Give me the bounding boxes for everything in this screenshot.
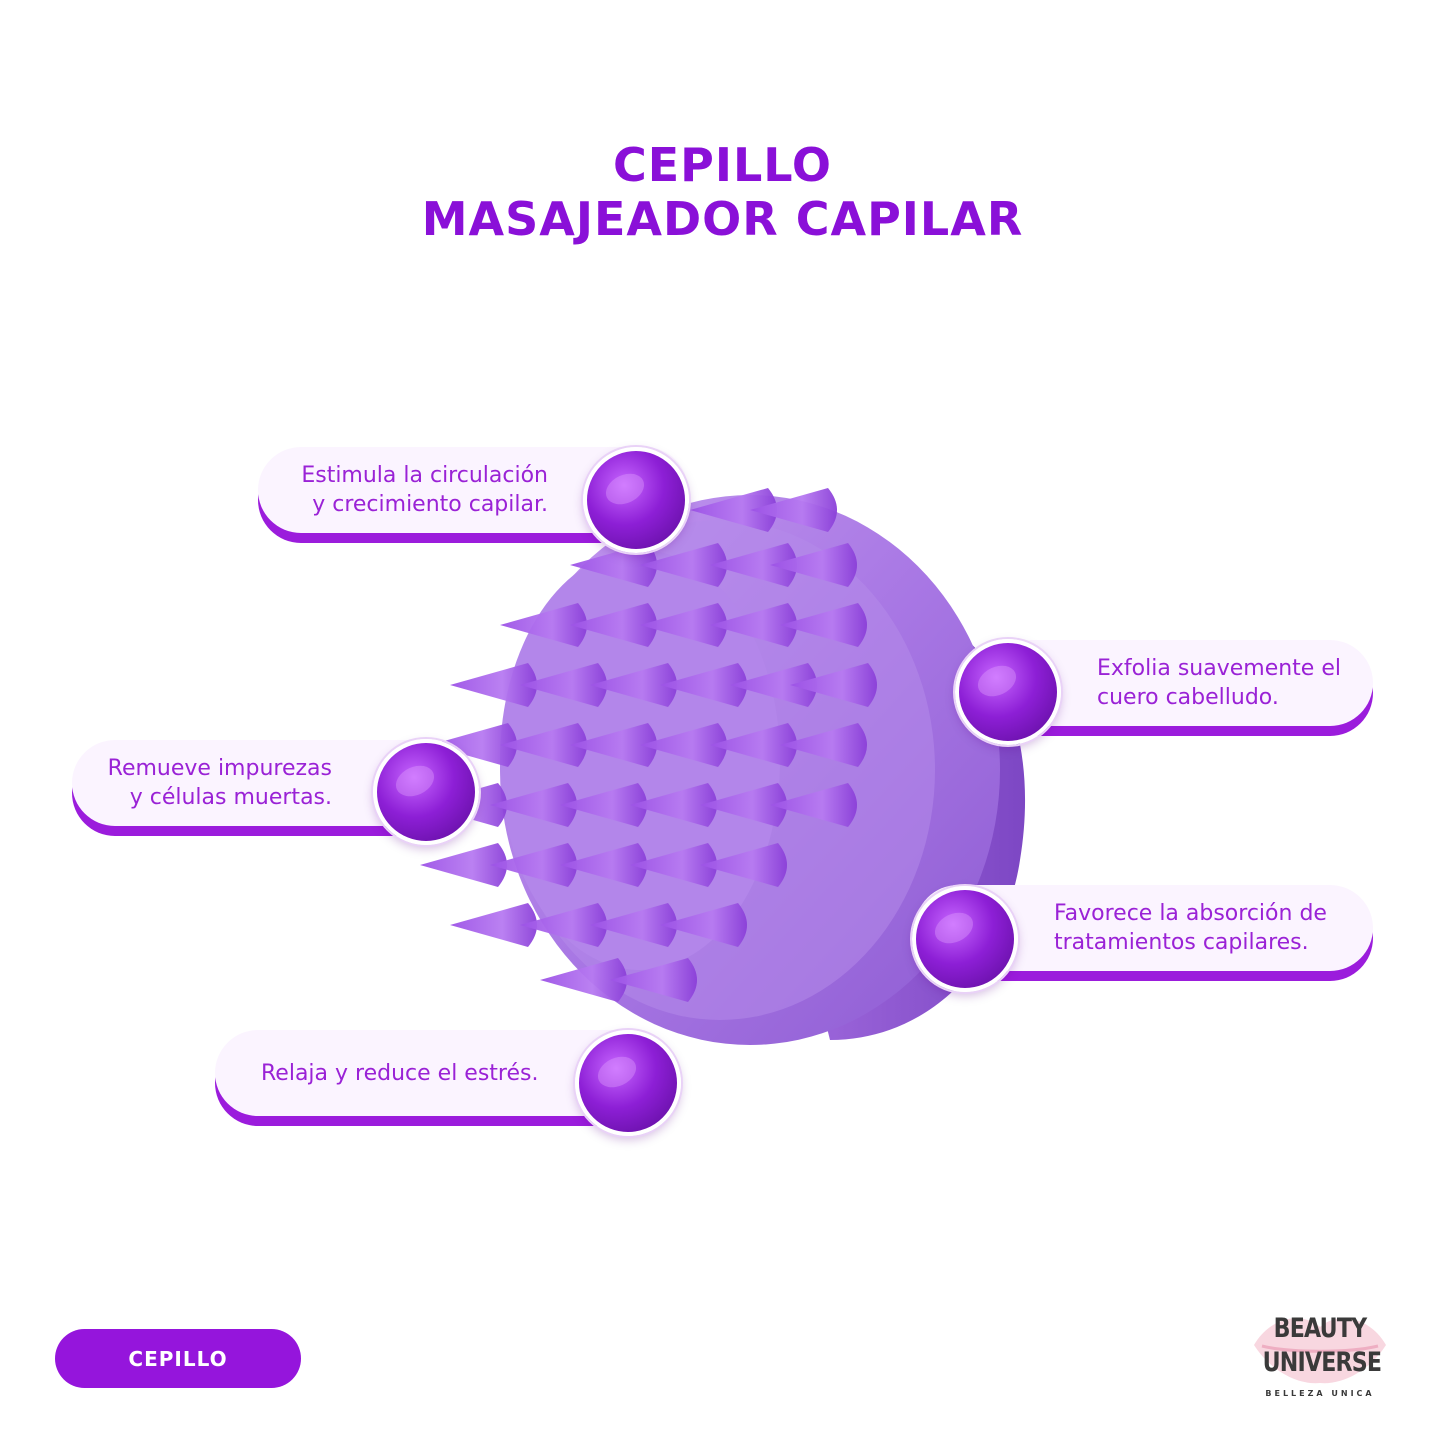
brush-bristle [780, 723, 867, 767]
brush-bristle [710, 603, 797, 647]
brush-bristle [630, 843, 717, 887]
brush-bristle [420, 843, 507, 887]
brush-bristle [750, 488, 837, 532]
callout-impurities-bubble [373, 739, 479, 845]
callout-circulation-line2: y crecimiento capilar. [312, 492, 548, 517]
brush-bristle [540, 958, 627, 1002]
callout-circulation-line1: Estimula la circulación [301, 463, 548, 488]
brush-bristle [560, 783, 647, 827]
callout-exfoliate-bubble [955, 639, 1061, 745]
brush-bristle [570, 543, 657, 587]
brush-bristle [660, 903, 747, 947]
brush-bristle [690, 488, 777, 532]
brush-bristle [450, 663, 537, 707]
brush-bristle [730, 663, 817, 707]
brush-bristle [430, 723, 517, 767]
logo-subtitle: BELLEZA UNICA [1265, 1389, 1375, 1398]
callout-absorption-bubble [912, 886, 1018, 992]
callout-impurities-line1: Remueve impurezas [107, 756, 332, 781]
brush-bristle [640, 723, 727, 767]
callout-circulation-bubble [583, 447, 689, 553]
callout-relax-bubble [575, 1030, 681, 1136]
callout-absorption-line2: tratamientos capilares. [1054, 930, 1309, 955]
brush-bristle [660, 663, 747, 707]
brush-bristle [770, 783, 857, 827]
brush-bristle [780, 603, 867, 647]
beauty-universe-logo: BEAUTY UNIVERSE BELLEZA UNICA [1250, 1305, 1390, 1405]
brush-bristle [590, 663, 677, 707]
logo-text-line1: BEAUTY [1273, 1313, 1367, 1344]
title-line-2: MASAJEADOR CAPILAR [421, 192, 1024, 246]
brush-bristle [770, 543, 857, 587]
brush-bristle [520, 903, 607, 947]
callout-impurities-line2: y células muertas. [129, 785, 332, 810]
brush-bristle [570, 603, 657, 647]
callout-absorption-line1: Favorece la absorción de [1054, 901, 1327, 926]
brush-bristle [500, 723, 587, 767]
scalp-massager-brush-image [420, 488, 1026, 1045]
brush-bristle [640, 543, 727, 587]
brush-bristle [590, 903, 677, 947]
brush-bristle [560, 843, 647, 887]
brush-bristle [490, 843, 577, 887]
brush-bristle [490, 783, 577, 827]
title-line-1: CEPILLO [612, 138, 833, 192]
brush-bristle [610, 958, 697, 1002]
brush-bristle [640, 603, 727, 647]
logo-text-line2: UNIVERSE [1262, 1347, 1382, 1378]
callout-relax-line1: Relaja y reduce el estrés. [261, 1060, 539, 1086]
lips-icon [1254, 1318, 1386, 1384]
brush-bristle [700, 843, 787, 887]
callout-exfoliate-line1: Exfolia suavemente el [1097, 656, 1341, 681]
brush-bristle [700, 783, 787, 827]
brush-bristle [790, 663, 877, 707]
brush-bristle [520, 663, 607, 707]
product-tag: CEPILLO [55, 1329, 301, 1388]
brush-bristle [500, 603, 587, 647]
callout-exfoliate-line2: cuero cabelludo. [1097, 685, 1279, 710]
brush-bristle [450, 903, 537, 947]
brush-bristle [570, 723, 657, 767]
brush-bristle [710, 543, 797, 587]
brush-bristle [710, 723, 797, 767]
brush-bristle [630, 783, 717, 827]
